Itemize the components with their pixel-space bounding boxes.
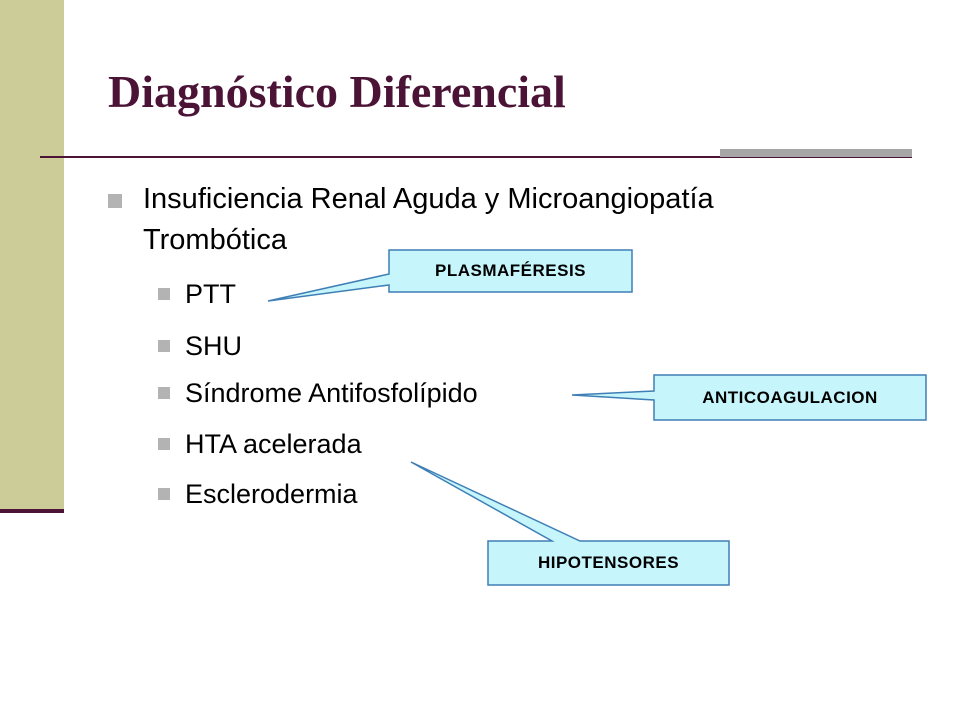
decorative-side-bar [0,0,64,510]
sub-item-shu: SHU [185,331,243,361]
sub-item-esclerodermia: Esclerodermia [185,479,358,509]
sub-item-ptt: PTT [185,279,236,309]
sub-bullet-marker [158,488,170,500]
callout-anticoagulacion-shape [571,374,927,421]
sub-bullet-marker [158,438,170,450]
main-bullet-text-line1: Insuficiencia Renal Aguda y Microangiopa… [143,183,714,215]
callout-anticoagulacion-label: ANTICOAGULACION [702,387,878,407]
sub-item-hta: HTA acelerada [185,429,362,459]
sub-bullet-marker [158,340,170,352]
sub-bullet-marker [158,288,170,300]
callout-hipotensores-shape [410,461,730,586]
slide-title: Diagnóstico Diferencial [108,66,566,117]
main-bullet-text-line2: Trombótica [143,224,287,256]
decorative-side-bar-tick [0,509,64,513]
sub-bullet-marker [158,387,170,399]
title-underline [40,156,912,158]
callout-hipotensores-label: HIPOTENSORES [537,553,680,572]
callout-plasmaferesis-shape [267,249,633,302]
title-underline-accent [720,149,912,157]
callout-plasmaferesis-label: PLASMAFÉRESIS [434,261,587,280]
sub-item-antifosfolipido: Síndrome Antifosfolípido [185,378,478,408]
bullet-marker [108,194,122,208]
